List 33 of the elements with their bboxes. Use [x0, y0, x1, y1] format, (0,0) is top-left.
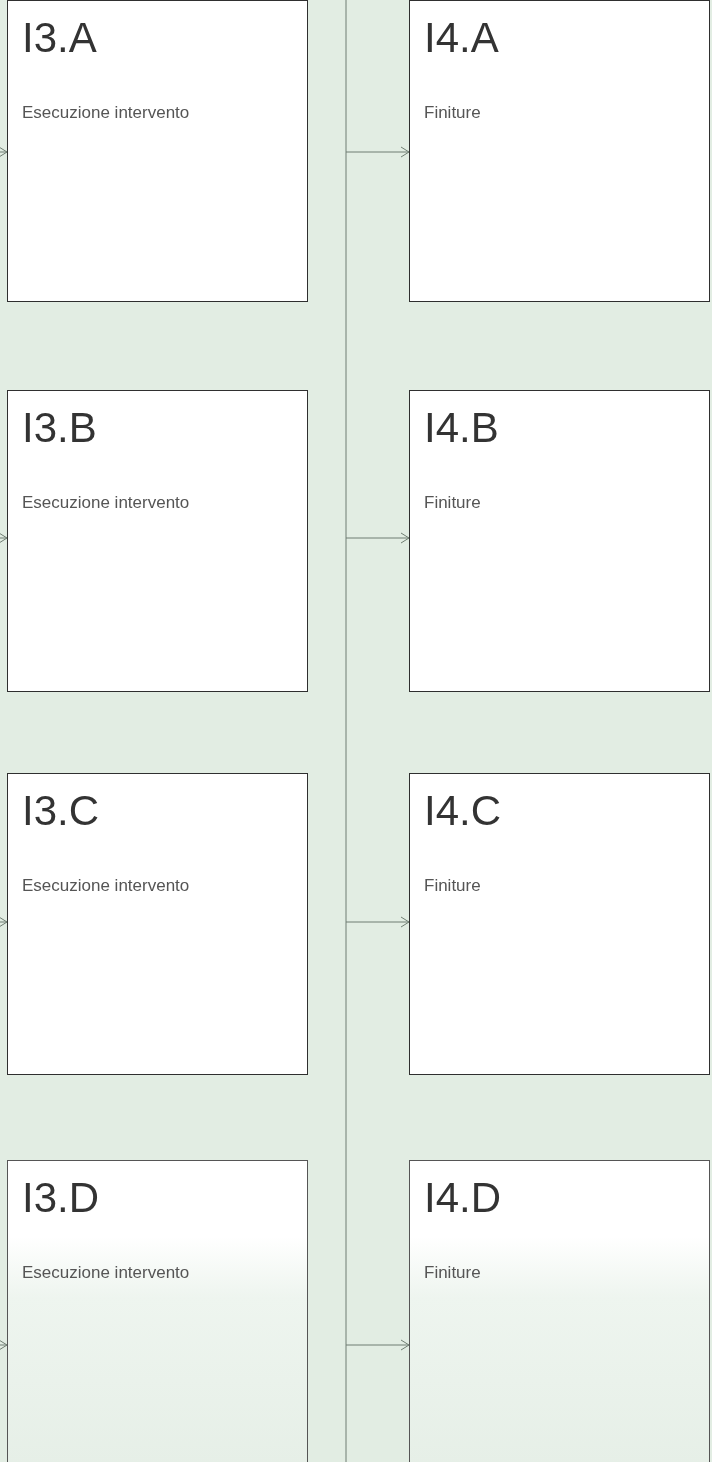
step-code: I4.C [424, 788, 502, 835]
step-description: Finiture [424, 103, 481, 123]
step-code: I4.A [424, 15, 499, 62]
arrow [345, 532, 410, 544]
step-description: Finiture [424, 876, 481, 896]
process-box [409, 390, 710, 692]
step-code: I3.A [22, 15, 97, 62]
step-description: Finiture [424, 1263, 481, 1283]
process-box [409, 1160, 710, 1462]
step-description: Esecuzione intervento [22, 876, 190, 896]
step-description: Esecuzione intervento [22, 1263, 190, 1283]
process-box [409, 0, 710, 302]
step-code: I3.D [22, 1175, 100, 1222]
arrow [0, 146, 8, 158]
process-box [409, 773, 710, 1075]
step-code: I3.B [22, 405, 97, 452]
step-description: Esecuzione intervento [22, 493, 190, 513]
arrow [0, 916, 8, 928]
step-description: Finiture [424, 493, 481, 513]
process-box [7, 773, 308, 1075]
process-box [7, 0, 308, 302]
process-box [7, 390, 308, 692]
step-code: I3.C [22, 788, 100, 835]
connector-line [345, 0, 347, 1462]
arrow [345, 146, 410, 158]
step-description: Esecuzione intervento [22, 103, 190, 123]
arrow [345, 916, 410, 928]
process-box [7, 1160, 308, 1462]
arrow [345, 1339, 410, 1351]
step-code: I4.D [424, 1175, 502, 1222]
arrow [0, 1339, 8, 1351]
arrow [0, 532, 8, 544]
step-code: I4.B [424, 405, 499, 452]
